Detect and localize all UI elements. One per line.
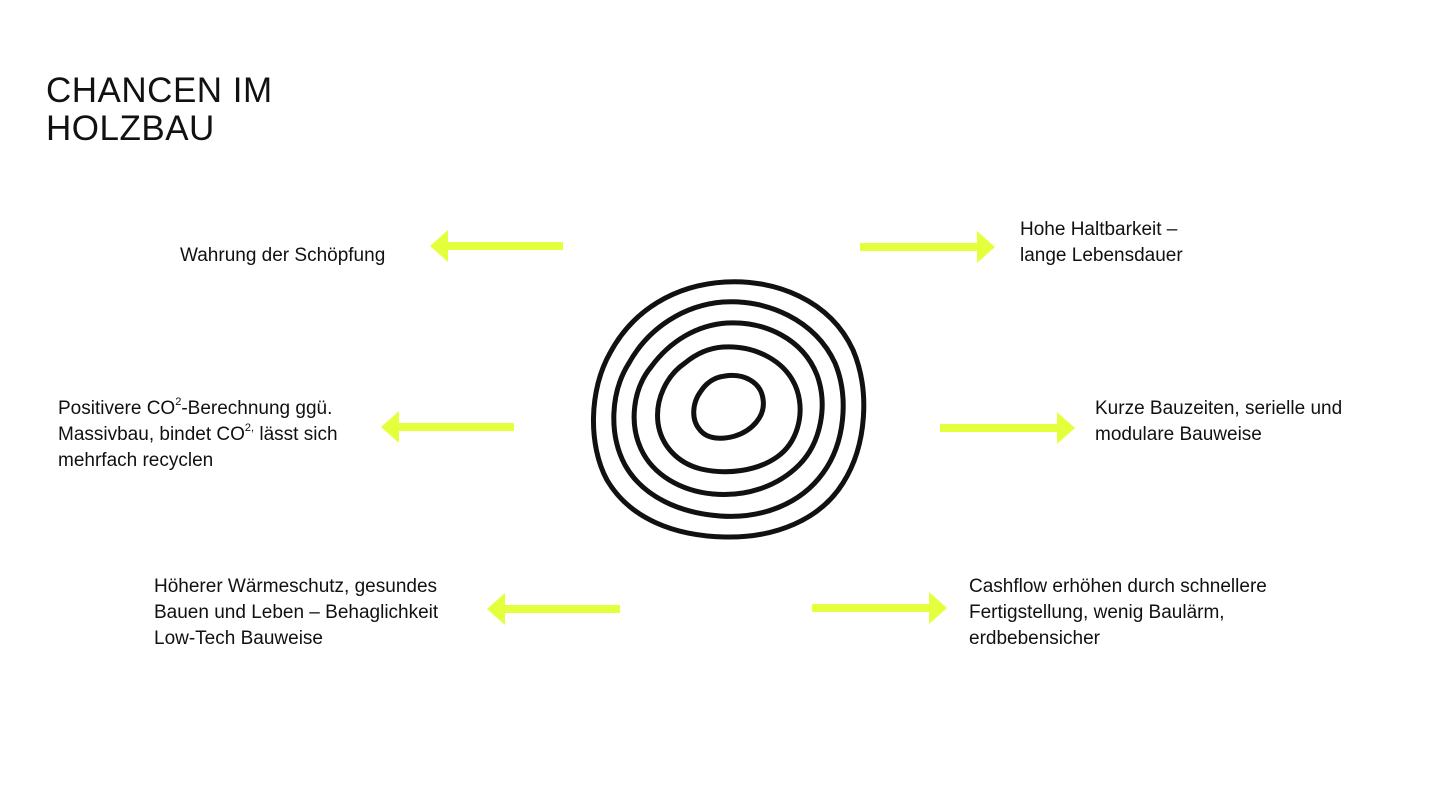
superscript: 2: [175, 395, 182, 408]
benefit-top-left: Wahrung der Schöpfung: [180, 243, 385, 269]
arrow-middle-left: [381, 411, 514, 443]
benefit-middle-right: Kurze Bauzeiten, serielle und modulare B…: [1095, 396, 1342, 448]
benefit-line: Wahrung der Schöpfung: [180, 245, 386, 266]
superscript: 2,: [244, 421, 255, 434]
benefit-top-right: Hohe Haltbarkeit – lange Lebensdauer: [1020, 217, 1183, 269]
benefit-line: Fertigstellung, wenig Baulärm,: [969, 602, 1225, 623]
benefit-line: Massivbau, bindet CO2, lässt sich: [58, 422, 338, 448]
benefit-line: Hohe Haltbarkeit –: [1020, 219, 1178, 240]
benefit-middle-left: Positivere CO2-Berechnung ggü. Massivbau…: [58, 396, 338, 474]
tree-rings-icon: [591, 279, 867, 540]
benefit-line: lange Lebensdauer: [1020, 245, 1183, 266]
page-title: CHANCEN IM HOLZBAU: [46, 72, 273, 148]
benefit-line: erdbebensicher: [969, 628, 1100, 649]
benefit-line: Low-Tech Bauweise: [154, 628, 323, 649]
benefit-line: Kurze Bauzeiten, serielle und: [1095, 398, 1343, 419]
page-title-line-1: CHANCEN IM: [46, 71, 273, 110]
benefit-text: Massivbau, bindet CO: [58, 424, 245, 445]
benefit-text: lässt sich: [254, 424, 338, 445]
arrow-top-left: [430, 230, 563, 262]
benefit-bottom-right: Cashflow erhöhen durch schnellere Fertig…: [969, 574, 1267, 652]
benefit-text: -Berechnung ggü.: [181, 398, 333, 419]
arrow-bottom-left: [487, 593, 620, 625]
benefit-bottom-left: Höherer Wärmeschutz, gesundes Bauen und …: [154, 574, 438, 652]
benefit-line: Höherer Wärmeschutz, gesundes: [154, 576, 438, 597]
benefit-line: mehrfach recyclen: [58, 450, 214, 471]
benefit-line: modulare Bauweise: [1095, 424, 1262, 445]
arrow-middle-right: [940, 412, 1075, 444]
benefit-text: Positivere CO: [58, 398, 176, 419]
page-title-line-2: HOLZBAU: [46, 109, 215, 148]
arrow-bottom-right: [812, 592, 947, 624]
benefit-line: Bauen und Leben – Behaglichkeit: [154, 602, 439, 623]
arrow-top-right: [860, 231, 995, 263]
benefit-line: Cashflow erhöhen durch schnellere: [969, 576, 1267, 597]
benefit-line: Positivere CO2-Berechnung ggü.: [58, 396, 338, 422]
